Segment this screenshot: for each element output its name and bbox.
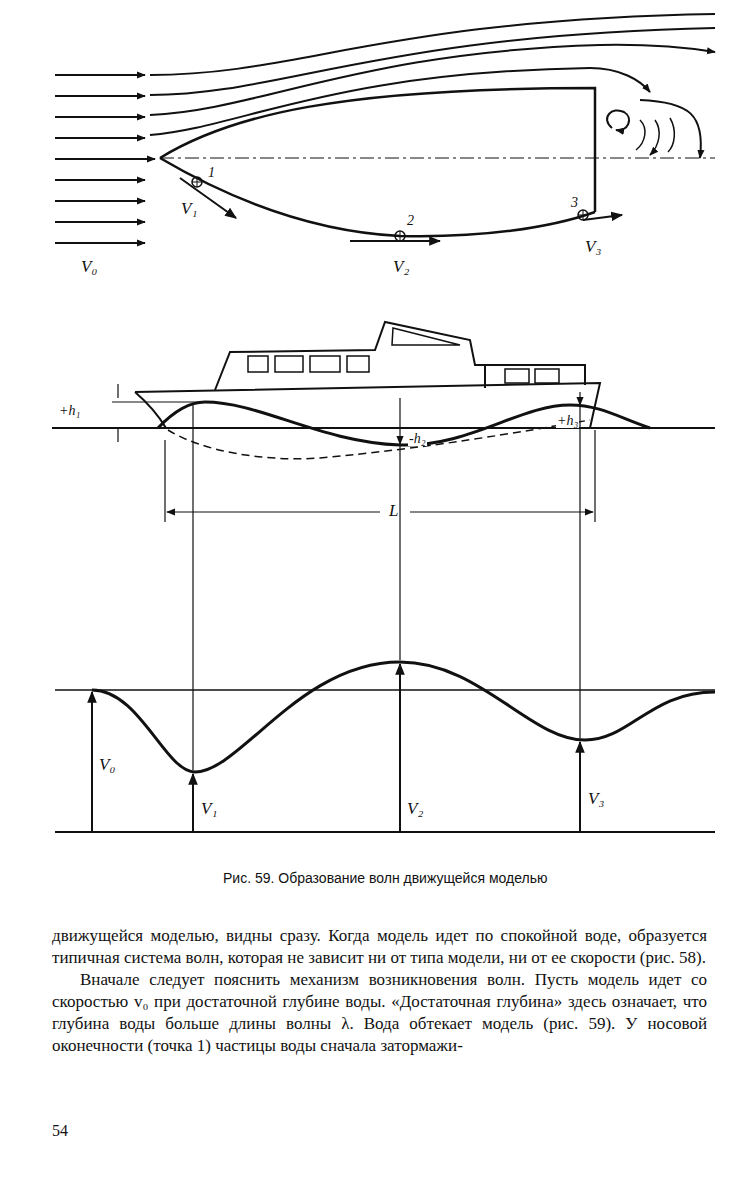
velocity-label: V₀ (98, 756, 116, 773)
velocity-label: V₀ (80, 258, 98, 275)
height-label: +h₁ (58, 404, 81, 418)
paragraph: движущейся моделью, видны сразу. Когда м… (52, 925, 707, 969)
paragraph: Вначале следует пояснить механизм возник… (52, 969, 707, 1057)
callout-number: 3 (570, 196, 579, 210)
velocity-label: V₁ (180, 200, 198, 217)
velocity-label: V₃ (584, 238, 602, 255)
callout-number: 1 (207, 166, 216, 180)
height-label: +h₃ (556, 414, 579, 428)
dimension-label: L (388, 502, 399, 519)
page-number: 54 (52, 1122, 68, 1140)
velocity-label: V₂ (392, 258, 410, 275)
velocity-label: V₁ (200, 800, 218, 817)
callout-number: 2 (406, 214, 415, 228)
velocity-chart (55, 662, 715, 832)
velocity-label: V₃ (587, 790, 605, 807)
flow-figure (55, 14, 715, 243)
boat-figure (52, 322, 715, 770)
body-text: движущейся моделью, видны сразу. Когда м… (52, 925, 707, 1057)
figure-caption: Рис. 59. Образование волн движущейся мод… (223, 870, 547, 886)
height-label: -h₂ (408, 432, 427, 446)
velocity-label: V₂ (406, 800, 424, 817)
